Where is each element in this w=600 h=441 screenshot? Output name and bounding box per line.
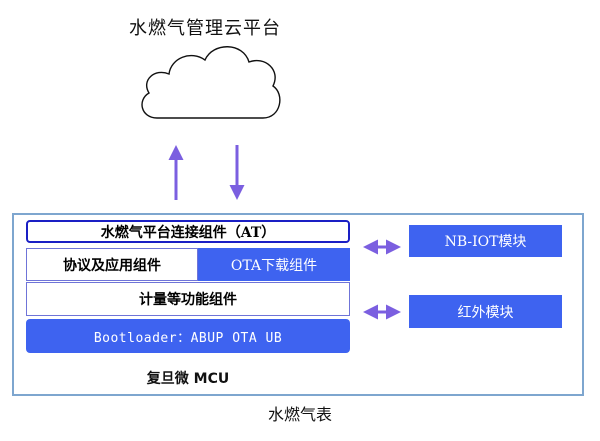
cloud-platform-title: 水燃气管理云平台 [129, 18, 281, 39]
platform-connect-component: 水燃气平台连接组件（AT） [26, 220, 350, 243]
meter-frame [12, 213, 584, 396]
protocol-app-component: 协议及应用组件 [26, 248, 198, 281]
ota-download-component: OTA下载组件 [198, 248, 350, 281]
bootloader-layer: Bootloader：ABUP OTA UB [26, 319, 350, 353]
metering-component: 计量等功能组件 [26, 282, 350, 316]
mcu-label: 复旦微 MCU [146, 371, 230, 387]
infrared-module: 红外模块 [409, 295, 562, 328]
meter-caption: 水燃气表 [267, 405, 332, 424]
cloud-icon [141, 46, 281, 119]
nb-iot-module: NB-IOT模块 [409, 225, 562, 257]
